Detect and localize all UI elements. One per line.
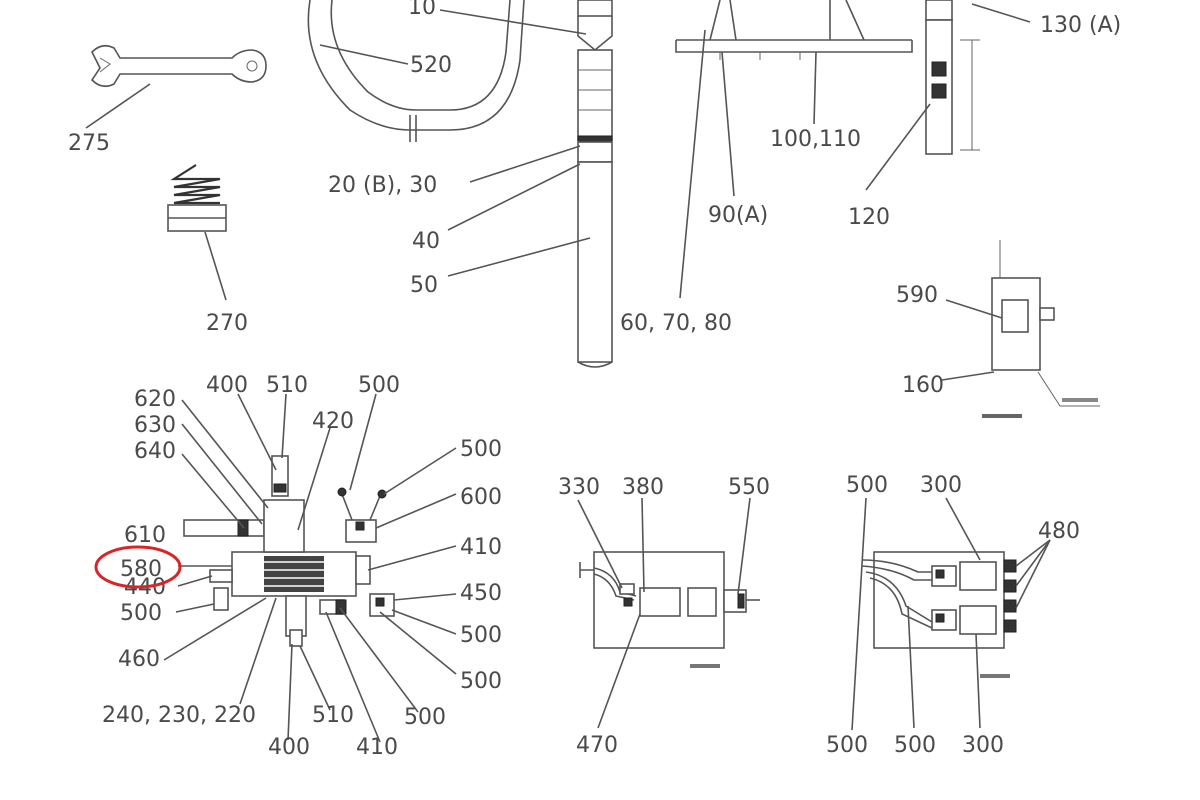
label-40: 40 [412,229,440,254]
right-box-leaders [851,497,1051,731]
label-90a: 90(A) [708,203,768,228]
frame-part-100 [675,0,913,60]
label-500-c2: 500 [826,733,868,758]
label-500-r2: 500 [460,623,502,648]
label-610: 610 [124,523,166,548]
label-300-top: 300 [920,473,962,498]
label-60-70-80: 60, 70, 80 [620,311,732,336]
spring-part-270 [167,164,227,301]
label-500-top: 500 [358,373,400,398]
label-580: 580 [120,557,162,582]
control-box-right [861,551,1017,678]
label-500-r1: 500 [460,437,502,462]
label-100-110: 100,110 [770,127,861,152]
label-20b-30: 20 (B), 30 [328,173,437,198]
label-510-bottom: 510 [312,703,354,728]
label-510-top: 510 [266,373,308,398]
fitting-part-120 [925,0,980,155]
valve-box-part-160: ​ [982,240,1100,418]
label-600: 600 [460,485,502,510]
label-480: 480 [1038,519,1080,544]
label-410-right: 410 [460,535,502,560]
label-520: 520 [410,53,452,78]
label-550: 550 [728,475,770,500]
hose-part-520 [307,0,525,142]
label-380: 380 [622,475,664,500]
label-630: 630 [134,413,176,438]
label-500-c3: 500 [894,733,936,758]
wrench-part-275 [85,44,267,129]
valve-leaders [163,393,457,743]
label-400-top: 400 [206,373,248,398]
label-450: 450 [460,581,502,606]
label-330: 330 [558,475,600,500]
label-500-r4: 500 [404,705,446,730]
label-500-r3: 500 [460,669,502,694]
label-240-230-220: 240, 230, 220 [102,703,256,728]
label-500-c1: 500 [846,473,888,498]
label-400-bottom: 400 [268,735,310,760]
label-300-bottom: 300 [962,733,1004,758]
middle-box-leaders [577,497,751,729]
label-590: 590 [896,283,938,308]
label-500-left: 500 [120,601,162,626]
label-410-bottom: 410 [356,735,398,760]
label-275: 275 [68,131,110,156]
label-130a: 130 (A) [1040,13,1121,38]
label-460: 460 [118,647,160,672]
label-620: 620 [134,387,176,412]
label-120: 120 [848,205,890,230]
label-640: 640 [134,439,176,464]
label-420: 420 [312,409,354,434]
label-50: 50 [410,273,438,298]
label-10: 10 [408,0,436,20]
probe-part-50 [577,0,613,368]
control-box-middle [579,551,760,668]
label-270: 270 [206,311,248,336]
label-470: 470 [576,733,618,758]
valve-assembly [183,455,395,647]
label-160: 160 [902,373,944,398]
highlight-circle-580 [94,545,182,589]
